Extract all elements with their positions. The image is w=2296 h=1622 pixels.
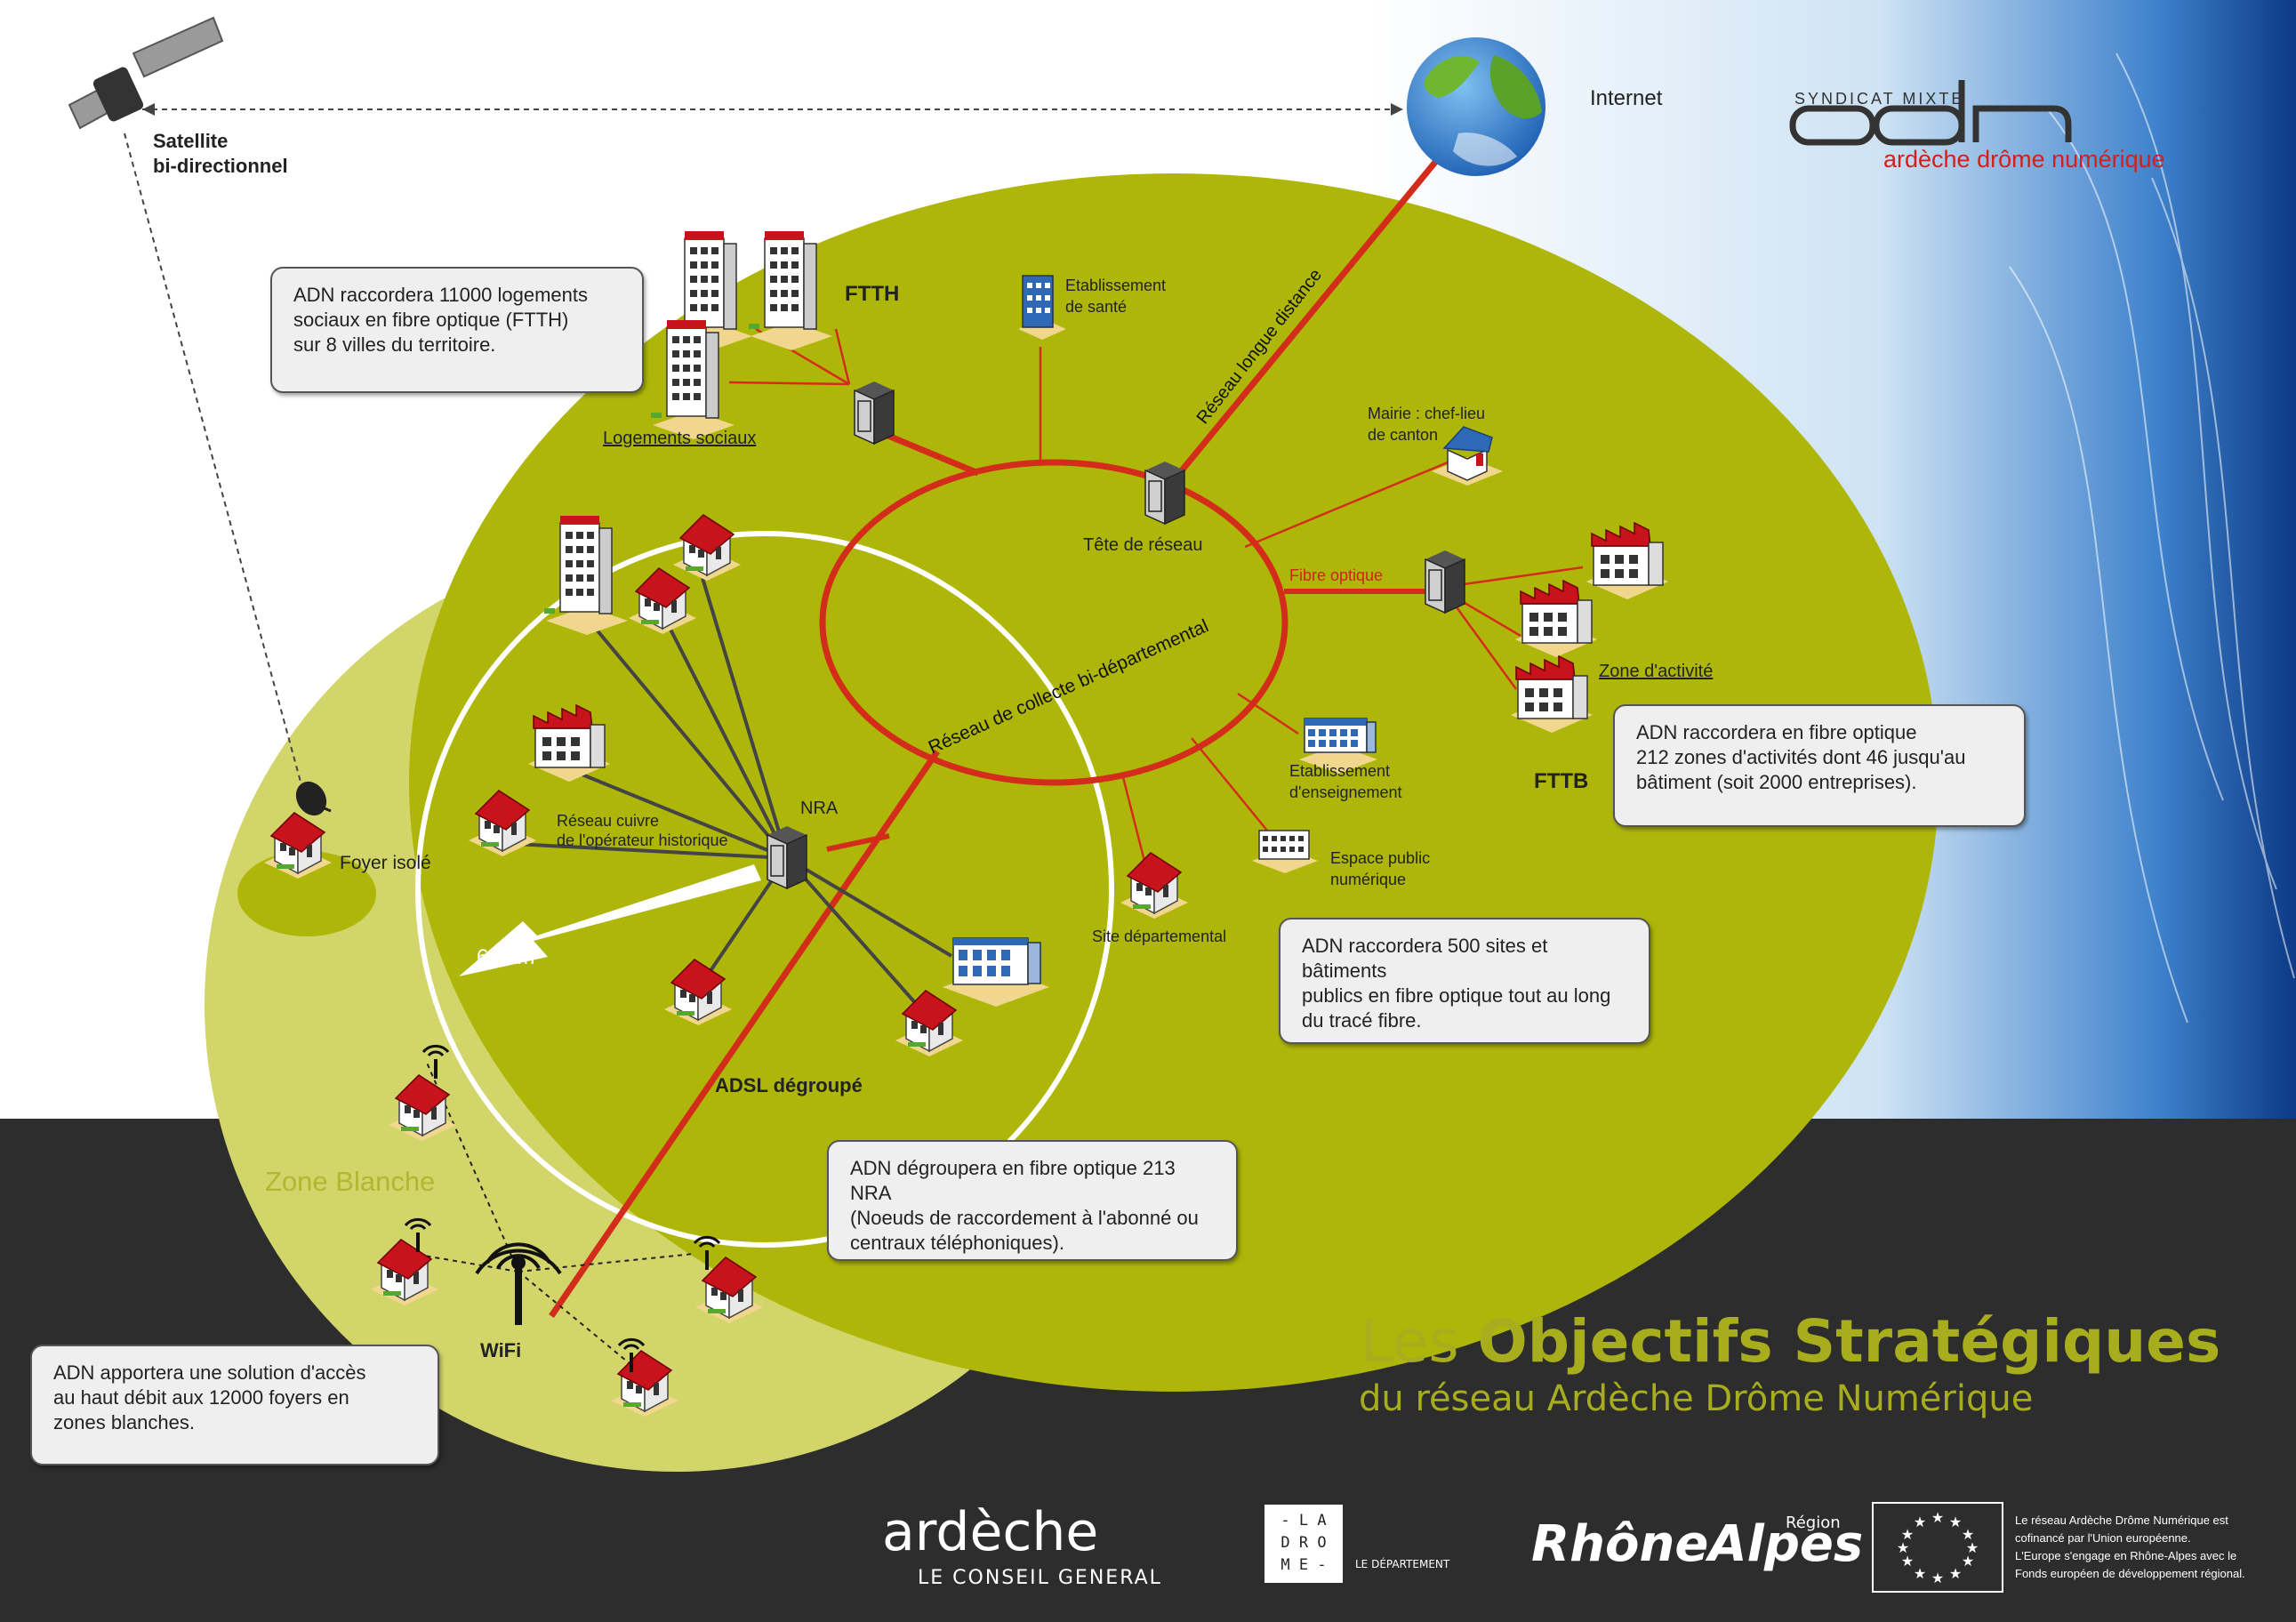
svg-text:★: ★ (1962, 1526, 1974, 1543)
svg-text:★: ★ (1914, 1565, 1926, 1582)
fibre-branches (728, 327, 1584, 872)
nra-label: NRA (800, 799, 839, 818)
sites-callout: ADN raccordera 500 sites et bâtiments pu… (1279, 918, 1650, 1044)
espace-public-icon (1252, 830, 1318, 873)
brand-syndicat-mixte: SYNDICAT MIXTE (1794, 90, 1965, 108)
satellite-label-2: bi-directionnel (153, 155, 288, 177)
svg-text:★: ★ (1931, 1509, 1944, 1526)
page-title: Les Objectifs Stratégiques (1361, 1307, 2221, 1376)
mairie-icon (1432, 426, 1503, 486)
svg-text:★: ★ (1931, 1570, 1944, 1586)
svg-text:★: ★ (1901, 1553, 1914, 1570)
reseau-collecte-ring (819, 459, 1288, 786)
nra-coverage-circle (415, 531, 1114, 1248)
mairie-label: Mairie : chef-lieu (1368, 405, 1486, 422)
etab-sante-label: Etablissement (1065, 277, 1167, 294)
etab-enseignement-label: Etablissement (1289, 762, 1391, 780)
distance-label: 6/7km (477, 945, 535, 969)
zone-activite-label: Zone d'activité (1599, 662, 1714, 681)
eu-logo-box (1872, 1502, 2003, 1593)
public-building-icon (943, 937, 1049, 1007)
wifi-label: WiFi (480, 1339, 522, 1361)
svg-text:★: ★ (1966, 1539, 1979, 1556)
svg-text:★: ★ (1914, 1514, 1926, 1530)
satellite-icon (68, 16, 224, 130)
eu-funding-text: Le réseau Ardèche Drôme Numérique est co… (2015, 1514, 2245, 1580)
reseau-cuivre-label: Réseau cuivre (557, 812, 660, 830)
fibre-lines (549, 153, 1443, 1318)
tete-reseau-cabinet-icon (1144, 461, 1185, 525)
drome-logo-text: - L A D R O M E - (1280, 1512, 1327, 1574)
tete-reseau-label: Tête de réseau (1083, 535, 1203, 555)
etab-enseignement-label-2: d'enseignement (1289, 783, 1402, 801)
etab-sante-label-2: de santé (1065, 298, 1128, 316)
site-departemental-label: Site départemental (1092, 927, 1227, 945)
drome-logo-sub: LE DÉPARTEMENT (1355, 1558, 1450, 1570)
ftth-callout: ADN raccordera 11000 logements sociaux e… (270, 267, 644, 393)
satellite-foyer-link (124, 132, 308, 806)
svg-text:★: ★ (1897, 1539, 1909, 1556)
fttb-label: FTTB (1534, 769, 1589, 793)
svg-text:★: ★ (1949, 1514, 1962, 1530)
foyer-isole-label: Foyer isolé (340, 853, 431, 873)
logements-sociaux-label: Logements sociaux (603, 429, 757, 448)
drome-logo-box (1264, 1505, 1343, 1583)
nra-cabinet-icon (767, 825, 807, 889)
fibre-optique-label: Fibre optique (1289, 566, 1384, 584)
page-subtitle: du réseau Ardèche Drôme Numérique (1359, 1378, 2034, 1419)
satellite-dish-icon (295, 781, 332, 816)
foyer-isole-area (237, 851, 376, 936)
ardeche-logo-sub: LE CONSEIL GENERAL (918, 1567, 1162, 1589)
svg-text:★: ★ (1962, 1553, 1974, 1570)
reseau-cuivre-label-2: de l'opérateur historique (557, 831, 728, 849)
fttb-cabinet-icon (1425, 550, 1465, 614)
nra-callout: ADN dégroupera en fibre optique 213 NRA … (827, 1140, 1238, 1261)
zones-blanches-callout: ADN apportera une solution d'accès au ha… (30, 1345, 439, 1465)
fibre-network-area (409, 173, 1939, 1392)
internet-label: Internet (1590, 86, 1663, 110)
blue-swirl-lines (2009, 52, 2295, 1024)
adsl-label: ADSL dégroupé (715, 1074, 863, 1096)
rhone-alpes-logo: RhôneAlpes (1531, 1515, 1864, 1573)
copper-lines (497, 577, 953, 1016)
satellite-label: Satellite (153, 130, 229, 152)
fttb-callout: ADN raccordera en fibre optique 212 zone… (1613, 704, 2026, 827)
espace-public-label-2: numérique (1330, 871, 1407, 888)
svg-text:★: ★ (1949, 1565, 1962, 1582)
wifi-tower-icon (475, 1242, 562, 1325)
ftth-cabinet-icon (854, 381, 895, 445)
brand-tagline: ardèche drôme numérique (1883, 146, 2165, 173)
internet-globe-icon (1407, 37, 1545, 176)
espace-public-label: Espace public (1330, 849, 1431, 867)
ftth-label: FTTH (845, 282, 900, 306)
adn-logo-mark (1789, 80, 2072, 146)
etablissement-sante-icon (1018, 275, 1066, 340)
eu-stars-icon: ★★★ ★★★ ★★★ ★★★ (1897, 1509, 1979, 1586)
ardeche-logo: ardèche (882, 1501, 1099, 1563)
zone-blanche-label: Zone Blanche (265, 1166, 436, 1197)
distance-arrow (459, 864, 761, 976)
svg-text:★: ★ (1901, 1526, 1914, 1543)
mairie-label-2: de canton (1368, 426, 1439, 444)
rhone-alpes-region: Région (1786, 1514, 1841, 1532)
